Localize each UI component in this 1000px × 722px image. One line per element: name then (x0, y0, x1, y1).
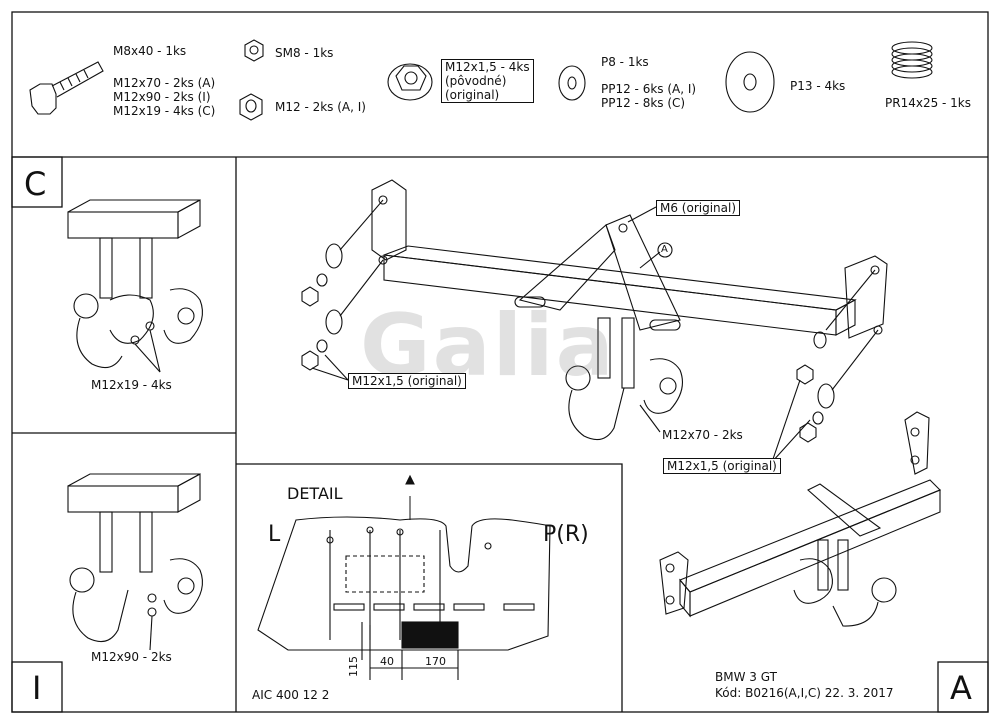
spring-icon (891, 41, 933, 79)
part-washer-pp12-ai-label: PP12 - 6ks (A, I) (601, 82, 697, 96)
footer-aic: AIC 400 12 2 (252, 688, 330, 702)
detail-title: DETAIL (287, 484, 343, 503)
part-washer-p8-label: P8 - 1ks (601, 55, 649, 69)
nut-sm8-icon (244, 39, 264, 62)
part-flange-nut-label: M12x1,5 - 4ks (pôvodné) (original) (441, 59, 534, 103)
panel-c-callout: M12x19 - 4ks (91, 378, 172, 392)
bolt-icon (29, 61, 104, 115)
panel-c-drawing (67, 199, 203, 373)
part-nut-m12-label: M12 - 2ks (A, I) (275, 100, 366, 114)
main-m12x15-right-label: M12x1,5 (original) (663, 458, 781, 474)
panel-a-letter: A (950, 669, 972, 707)
panel-i-drawing (67, 473, 203, 651)
detail-plate-drawing (257, 474, 551, 680)
part-bolt-m12-a-label: M12x70 - 2ks (A) (113, 76, 216, 90)
part-bolt-m12-i-label: M12x90 - 2ks (I) (113, 90, 211, 104)
main-m12x70-label: M12x70 - 2ks (662, 428, 743, 442)
detail-left-label: L (268, 522, 281, 547)
part-spring-label: PR14x25 - 1ks (885, 96, 972, 110)
iso-view-drawing (659, 411, 941, 627)
detail-dim-170: 170 (425, 655, 446, 668)
flange-nut-icon (387, 63, 433, 101)
flange-nut-line1: M12x1,5 - 4ks (445, 60, 530, 74)
part-washer-pp12-c-label: PP12 - 8ks (C) (601, 96, 686, 110)
flange-nut-line2: (pôvodné) (445, 74, 507, 88)
panel-i-letter: I (32, 669, 42, 707)
washer-p8-icon (558, 65, 586, 101)
nut-m12-icon (239, 93, 263, 121)
panel-c-letter: C (24, 165, 47, 203)
panel-i-callout: M12x90 - 2ks (91, 650, 172, 664)
part-bolt-m12-c-label: M12x19 - 4ks (C) (113, 104, 216, 118)
part-bolt-m8-label: M8x40 - 1ks (113, 44, 187, 58)
main-m6-label: M6 (original) (656, 200, 741, 216)
outer-frame (11, 11, 989, 713)
flange-nut-line3: (original) (445, 88, 500, 102)
part-nut-sm8-label: SM8 - 1ks (275, 46, 334, 60)
main-m12x15-left-label: M12x1,5 (original) (348, 373, 466, 389)
footer-model: BMW 3 GT (715, 670, 777, 684)
parts-icons (29, 39, 933, 121)
footer-code: Kód: B0216(A,I,C) 22. 3. 2017 (715, 686, 894, 700)
detail-dim-40: 40 (380, 655, 394, 668)
main-a-marker: A (661, 244, 668, 255)
detail-right-label: P(R) (543, 522, 589, 547)
washer-p13-icon (725, 51, 775, 113)
part-washer-p13-label: P13 - 4ks (790, 79, 846, 93)
detail-dim-115: 115 (347, 656, 360, 677)
main-assembly-drawing (301, 179, 888, 463)
